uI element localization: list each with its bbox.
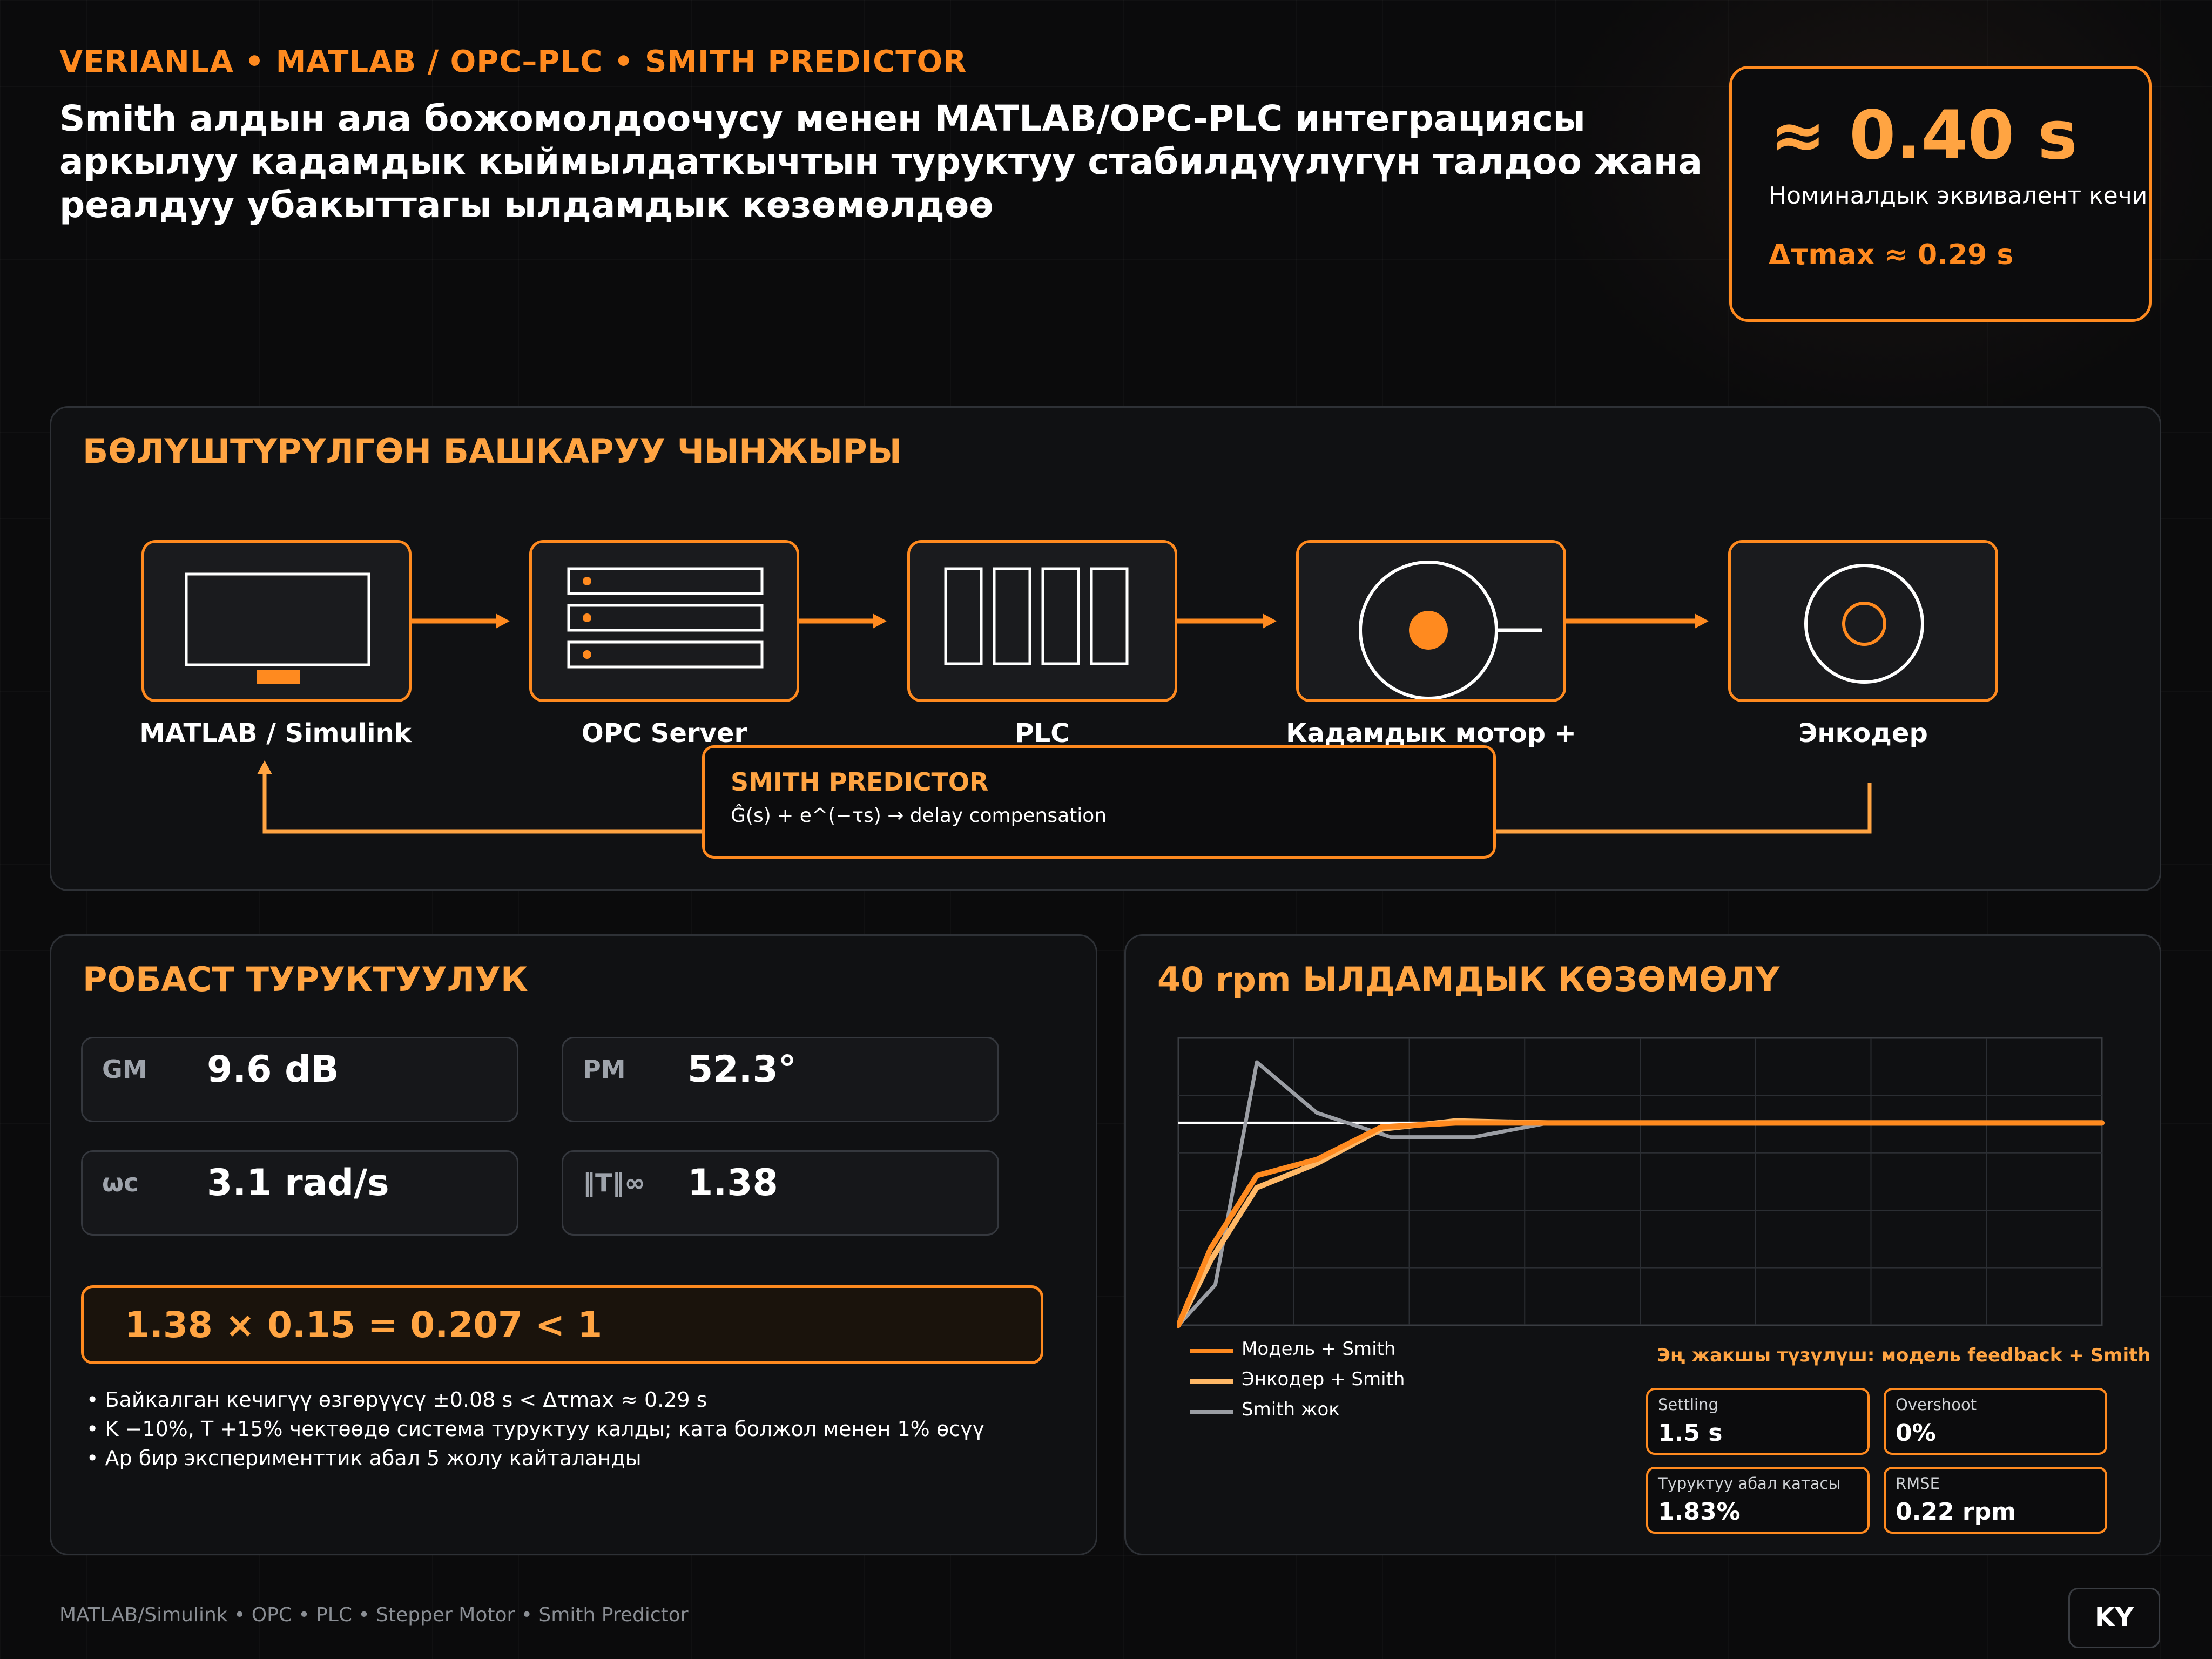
rmse-stat-card: RMSE 0.22 rpm: [1884, 1467, 2107, 1534]
speed-response-chart: [1177, 1037, 2105, 1328]
plc-node: [907, 540, 1177, 702]
opc-server-node: [529, 540, 799, 702]
speed-control-title: 40 rpm ЫЛДАМДЫК КӨЗӨМӨЛҮ: [1157, 960, 1780, 999]
gain-margin-card: GM 9.6 dB: [81, 1037, 518, 1122]
delay-kpi-card: ≈ 0.40 s Номиналдык эквивалент кечигүү Δ…: [1729, 66, 2152, 322]
steady-state-error-stat-value: 1.83%: [1658, 1498, 1741, 1526]
plc-icon: [944, 567, 1129, 665]
phase-margin-card: PM 52.3°: [562, 1037, 999, 1122]
steady-state-error-stat-label: Туруктуу абал катасы: [1658, 1474, 1841, 1493]
crossover-frequency-key: ωc: [102, 1168, 139, 1197]
overshoot-stat-card: Overshoot 0%: [1884, 1388, 2107, 1455]
delay-kpi-label: Номиналдык эквивалент кечигүү: [1769, 182, 2152, 210]
legend-label-model-smith: Модель + Smith: [1242, 1338, 1396, 1360]
footer-keywords: MATLAB/Simulink • OPC • PLC • Stepper Mo…: [59, 1604, 689, 1626]
stepper-motor-node-label: Кадамдык мотор +: [1286, 718, 1576, 748]
hinf-norm-value: 1.38: [687, 1162, 778, 1204]
control-chain-title: БӨЛҮШТҮРҮЛГӨН БАШКАРУУ ЧЫНЖЫРЫ: [83, 431, 902, 471]
settling-stat-value: 1.5 s: [1658, 1419, 1723, 1447]
crossover-frequency-value: 3.1 rad/s: [207, 1162, 389, 1204]
hinf-norm-card: ‖T‖∞ 1.38: [562, 1150, 999, 1236]
brand-line: VERIANLA • MATLAB / OPC–PLC • SMITH PRED…: [59, 44, 967, 79]
phase-margin-value: 52.3°: [687, 1048, 797, 1091]
robust-note-2: • K −10%, T +15% чектөөдө система турукт…: [86, 1417, 984, 1441]
legend-swatch-no-smith: [1190, 1410, 1233, 1414]
phase-margin-key: PM: [583, 1055, 626, 1084]
smith-predictor-title: SMITH PREDICTOR: [731, 767, 989, 797]
delay-kpi-margin: Δτmax ≈ 0.29 s: [1769, 239, 2014, 271]
flow-arrow-opc-plc: [799, 613, 887, 629]
legend-swatch-encoder-smith: [1190, 1379, 1233, 1384]
crossover-frequency-card: ωc 3.1 rad/s: [81, 1150, 518, 1236]
legend-label-no-smith: Smith жок: [1242, 1399, 1340, 1420]
rmse-stat-value: 0.22 rpm: [1896, 1498, 2016, 1526]
steady-state-error-stat-card: Туруктуу абал катасы 1.83%: [1646, 1467, 1870, 1534]
best-configuration-note: Эң жакшы түзүлүш: модель feedback + Smit…: [1657, 1345, 2151, 1366]
gain-margin-value: 9.6 dB: [207, 1048, 339, 1091]
delay-kpi-value: ≈ 0.40 s: [1770, 97, 2078, 174]
overshoot-stat-label: Overshoot: [1896, 1395, 1977, 1414]
matlab-node: [141, 540, 412, 702]
rmse-stat-label: RMSE: [1896, 1474, 1940, 1493]
robust-stability-title: РОБАСТ ТУРУКТУУЛУК: [83, 960, 528, 999]
robust-note-1: • Байкалган кечигүү өзгөрүүсү ±0.08 s < …: [86, 1388, 707, 1412]
opc-server-node-label: OPC Server: [581, 718, 747, 748]
flow-arrow-motor-encoder: [1566, 613, 1709, 629]
page-title: Smith алдын ала божомолдоочусу менен MAT…: [59, 98, 1703, 226]
smith-predictor-box: SMITH PREDICTOR Ĝ(s) + e^(−τs) → delay c…: [702, 745, 1496, 859]
stepper-motor-node: [1296, 540, 1566, 702]
robust-note-3: • Ар бир эксперименттик абал 5 жолу кайт…: [86, 1446, 642, 1470]
chart-series-model-smith: [1177, 1120, 2105, 1328]
legend-label-encoder-smith: Энкодер + Smith: [1242, 1368, 1405, 1390]
encoder-icon: [1804, 564, 1924, 684]
settling-stat-label: Settling: [1658, 1395, 1718, 1414]
hinf-norm-key: ‖T‖∞: [583, 1168, 645, 1197]
smith-predictor-formula: Ĝ(s) + e^(−τs) → delay compensation: [731, 805, 1107, 827]
legend-swatch-model-smith: [1190, 1349, 1233, 1353]
small-gain-equation: 1.38 × 0.15 = 0.207 < 1: [125, 1304, 603, 1346]
encoder-node: [1728, 540, 1998, 702]
overshoot-stat-value: 0%: [1896, 1419, 1936, 1447]
small-gain-equation-box: 1.38 × 0.15 = 0.207 < 1: [81, 1285, 1043, 1364]
monitor-icon: [185, 572, 370, 684]
settling-stat-card: Settling 1.5 s: [1646, 1388, 1870, 1455]
language-switch-button[interactable]: KY: [2068, 1588, 2160, 1648]
matlab-node-label: MATLAB / Simulink: [139, 718, 412, 748]
flow-arrow-matlab-opc: [412, 613, 510, 629]
encoder-node-label: Энкодер: [1798, 718, 1928, 748]
gain-margin-key: GM: [102, 1055, 147, 1084]
motor-icon: [1359, 561, 1542, 699]
server-icon: [567, 567, 764, 669]
plc-node-label: PLC: [1015, 718, 1070, 748]
flow-arrow-plc-motor: [1177, 613, 1277, 629]
